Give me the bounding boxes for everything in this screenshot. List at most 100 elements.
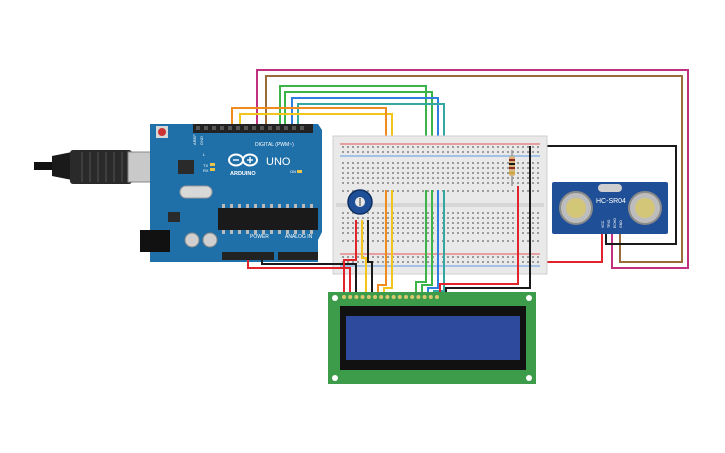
breadboard-hole [377,146,379,148]
breadboard-hole [492,256,494,258]
breadboard-hole [472,151,474,153]
breadboard-hole [377,172,379,174]
breadboard-hole [407,172,409,174]
hc-sr04-sensor: HC-SR04 VCC TRIG ECHO GND [552,182,668,234]
breadboard-hole [492,217,494,219]
breadboard-hole [492,261,494,263]
breadboard-hole [427,222,429,224]
breadboard-hole [477,146,479,148]
breadboard-hole [522,146,524,148]
analog-header [278,252,318,260]
breadboard-hole [372,227,374,229]
breadboard-hole [502,256,504,258]
breadboard-hole [357,261,359,263]
breadboard-hole [527,182,529,184]
breadboard-hole [377,261,379,263]
breadboard-hole [462,227,464,229]
breadboard-hole [442,182,444,184]
label-gnd-top: GND [199,136,204,145]
breadboard-hole [522,212,524,214]
lcd-display [328,292,536,384]
breadboard-hole [407,151,409,153]
breadboard-hole [487,151,489,153]
breadboard-hole [462,182,464,184]
breadboard-hole [427,227,429,229]
breadboard-hole [397,190,399,192]
breadboard-hole [492,172,494,174]
breadboard-hole [522,167,524,169]
breadboard-hole [497,222,499,224]
breadboard-hole [347,240,349,242]
breadboard-hole [342,256,344,258]
breadboard-hole [377,212,379,214]
breadboard-hole [402,232,404,234]
breadboard-hole [437,162,439,164]
lcd-pin [379,295,384,299]
breadboard-hole [512,146,514,148]
wire-green-lcd-1 [415,190,427,294]
led-rx [210,168,215,171]
breadboard-hole [417,222,419,224]
breadboard-hole [387,151,389,153]
breadboard-hole [342,217,344,219]
breadboard-hole [417,256,419,258]
breadboard-hole [487,172,489,174]
breadboard-hole [512,151,514,153]
breadboard-hole [467,212,469,214]
breadboard-hole [452,212,454,214]
breadboard-hole [367,190,369,192]
breadboard-hole [537,256,539,258]
chip-pins [222,204,313,234]
breadboard-hole [472,232,474,234]
breadboard-hole [452,222,454,224]
wire-black-sensor [530,145,677,245]
breadboard-hole [467,190,469,192]
breadboard-hole [527,240,529,242]
breadboard-hole [352,172,354,174]
breadboard-hole [342,162,344,164]
breadboard-hole [512,261,514,263]
breadboard-hole [497,167,499,169]
breadboard-hole [492,167,494,169]
breadboard-hole [502,146,504,148]
breadboard-hole [482,177,484,179]
power-header-label: POWER [250,234,269,240]
breadboard-hole [502,167,504,169]
board-model: UNO [266,156,291,168]
breadboard-hole [352,227,354,229]
breadboard-hole [507,167,509,169]
wire-blue-lcd [427,190,439,294]
breadboard-hole [417,162,419,164]
breadboard-hole [497,232,499,234]
breadboard-hole [427,146,429,148]
breadboard-hole [407,177,409,179]
breadboard-hole [387,172,389,174]
breadboard-hole [472,222,474,224]
breadboard-hole [352,212,354,214]
breadboard-hole [447,261,449,263]
breadboard-hole [467,172,469,174]
breadboard-hole [457,162,459,164]
breadboard-hole [507,177,509,179]
breadboard-hole [537,162,539,164]
usb-connector [70,150,132,184]
breadboard-hole [477,261,479,263]
breadboard-hole [497,151,499,153]
breadboard-hole [437,182,439,184]
breadboard-hole [512,227,514,229]
breadboard-hole [482,227,484,229]
board-brand: ARDUINO [230,171,256,177]
breadboard-hole [427,172,429,174]
breadboard-hole [357,172,359,174]
breadboard-hole [452,256,454,258]
wire-red-pot [343,220,357,294]
breadboard-hole [427,232,429,234]
wire-orange-top [231,107,387,150]
breadboard-hole [462,240,464,242]
breadboard-hole [402,162,404,164]
breadboard-hole [372,172,374,174]
breadboard-hole [482,232,484,234]
breadboard-hole [447,222,449,224]
sensor-pin-labels: VCC TRIG ECHO GND [601,218,623,228]
breadboard-hole [517,146,519,148]
